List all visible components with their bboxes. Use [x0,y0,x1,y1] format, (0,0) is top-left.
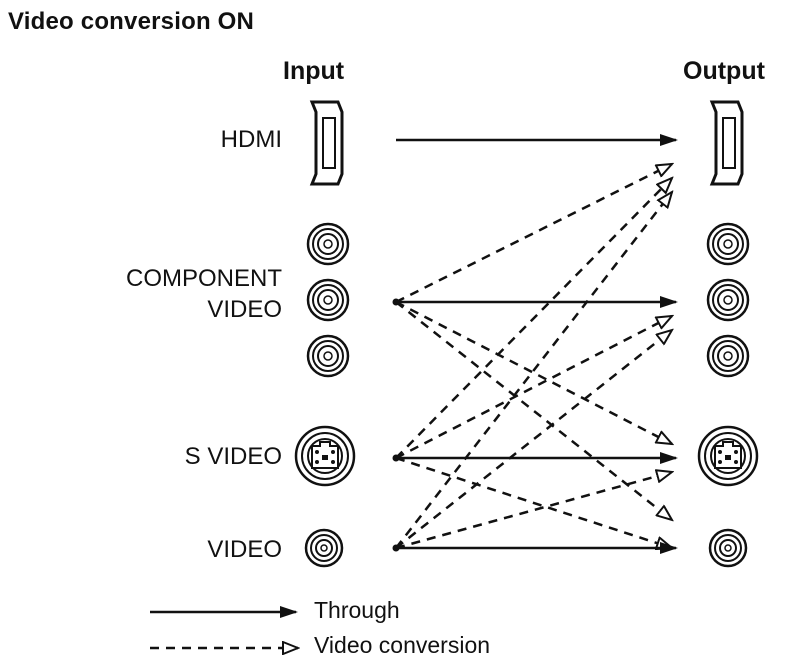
input-column-heading: Input [283,57,345,85]
input-label-video: VIDEO [207,536,282,563]
conversion-arrows [395,164,672,550]
conversion-arrow-s-video-to-hdmi [395,178,672,459]
input-label-hdmi: HDMI [220,126,282,153]
through-arrows [396,134,678,554]
hdmi-input-port-icon [309,100,344,186]
component-input-port-icon [306,222,350,378]
input-label-component-line: VIDEO [207,296,282,323]
conversion-arrow-component-video-to-s-video [395,300,672,444]
conversion-arrow-video-to-s-video [395,472,672,550]
input-label-component-line: COMPONENT [126,265,282,292]
output-column-heading: Output [683,57,765,85]
source-dots [392,298,400,552]
legend-through-label: Through [314,597,400,623]
conversion-arrow-s-video-to-video [395,456,672,548]
legend-conversion-label: Video conversion [314,632,491,658]
conversion-arrow-video-to-hdmi [395,192,672,549]
diagram-title: Video conversion ON [8,8,255,35]
hdmi-output-port-icon [709,100,744,186]
video-input-port-icon [304,528,344,568]
conversion-arrow-component-video-to-hdmi [395,164,672,304]
s-video-input-port-icon [294,425,356,487]
video-output-port-icon [708,528,748,568]
conversion-arrow-s-video-to-component-video [395,316,672,460]
input-label-component-video: COMPONENT VIDEO [60,263,282,325]
conversion-arrow-video-to-component-video [395,330,672,549]
input-label-s-video: S VIDEO [184,443,282,470]
s-video-output-port-icon [697,425,759,487]
conversion-arrow-component-video-to-video [395,301,672,520]
component-output-port-icon [706,222,750,378]
